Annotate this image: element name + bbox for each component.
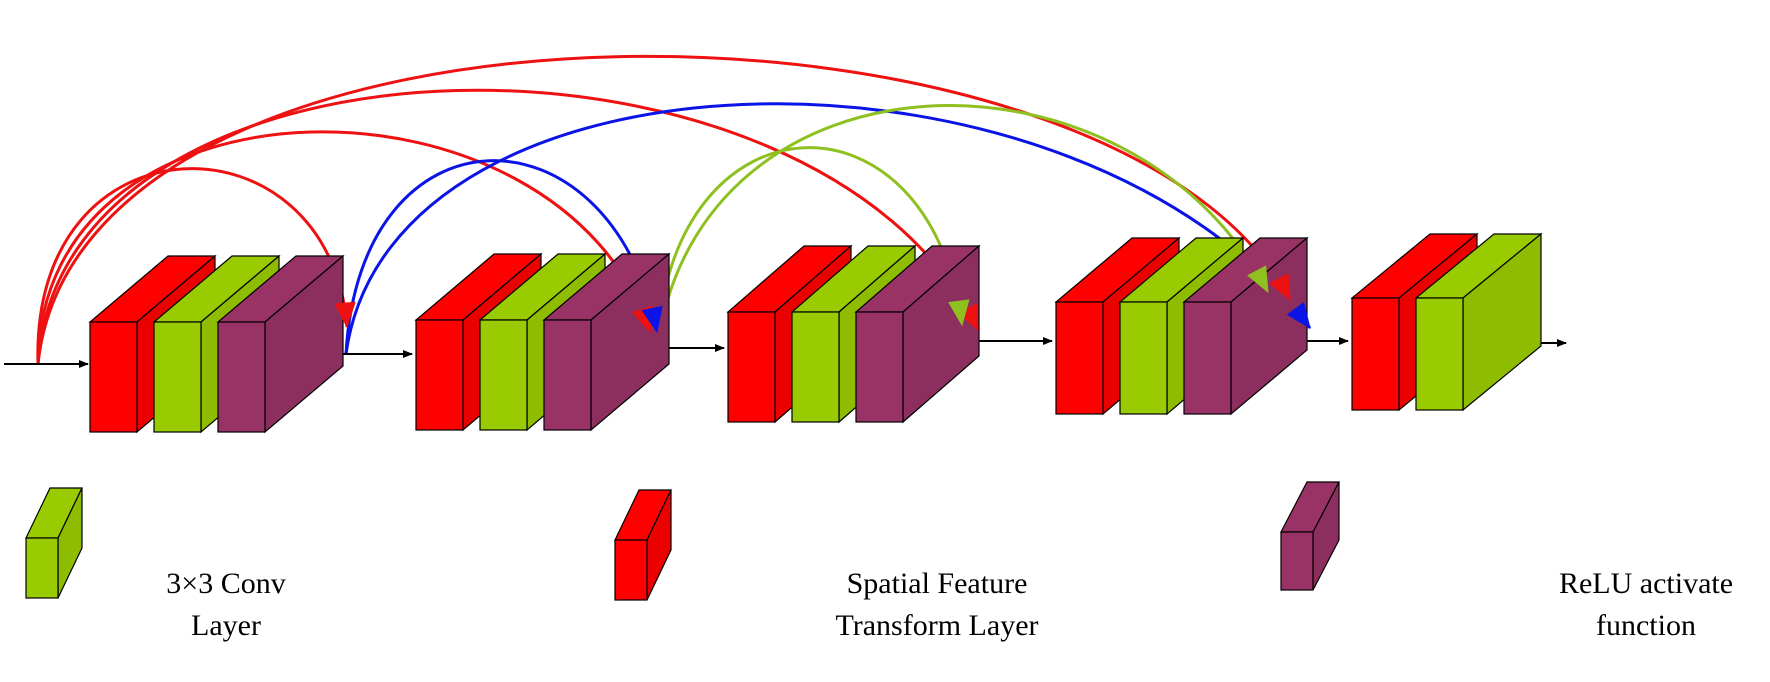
- block-4: [1054, 236, 1309, 416]
- sft-slab: [614, 489, 672, 601]
- block-2: [414, 252, 671, 432]
- skip-arc-red: [36, 167, 349, 365]
- skip-arc-green: [655, 146, 964, 349]
- arrowhead-blue: [1286, 301, 1311, 330]
- legend-conv: 3×3 Conv Layer: [25, 487, 286, 642]
- legend-relu: ReLU activate function: [1280, 481, 1733, 642]
- legend-conv-line2: Layer: [191, 609, 261, 642]
- relu-slab: [1280, 481, 1340, 591]
- legend-conv-line1: 3×3 Conv: [166, 567, 285, 600]
- arrowhead-red: [334, 301, 356, 329]
- red-block-icon: [614, 489, 672, 601]
- legend-sft-line2: Transform Layer: [835, 609, 1038, 642]
- skip-connections: [36, 54, 1312, 365]
- skip-arc-green: [655, 104, 1270, 349]
- relu-layer: [854, 244, 981, 424]
- arrowhead-green: [948, 299, 970, 327]
- arrowhead-blue: [641, 305, 663, 334]
- blocks: [88, 232, 1543, 434]
- skip-arc-red: [36, 54, 1292, 365]
- skip-arc-blue: [344, 159, 659, 355]
- green-block-icon: [25, 487, 83, 599]
- block-1: [88, 254, 345, 434]
- skip-arc-blue: [344, 102, 1312, 355]
- legend-sft-line1: Spatial Feature: [847, 567, 1028, 600]
- skip-arc-red: [36, 88, 980, 365]
- legend-sft: Spatial Feature Transform Layer: [614, 489, 1039, 642]
- arrowhead-green: [1247, 265, 1269, 294]
- arrowhead-red: [1269, 273, 1291, 302]
- block-5: [1350, 232, 1543, 412]
- relu-layer: [542, 252, 671, 432]
- skip-arc-red: [36, 130, 652, 365]
- block-3: [726, 244, 981, 424]
- legend: 3×3 Conv Layer Spatial Feature Transform…: [25, 481, 1733, 642]
- relu-layer: [216, 254, 345, 434]
- purple-block-icon: [1280, 481, 1340, 591]
- legend-relu-line1: ReLU activate: [1559, 567, 1733, 600]
- conv-slab: [25, 487, 83, 599]
- conv-layer: [1414, 232, 1543, 412]
- arrowheads: [334, 265, 1311, 334]
- legend-relu-line2: function: [1596, 609, 1696, 642]
